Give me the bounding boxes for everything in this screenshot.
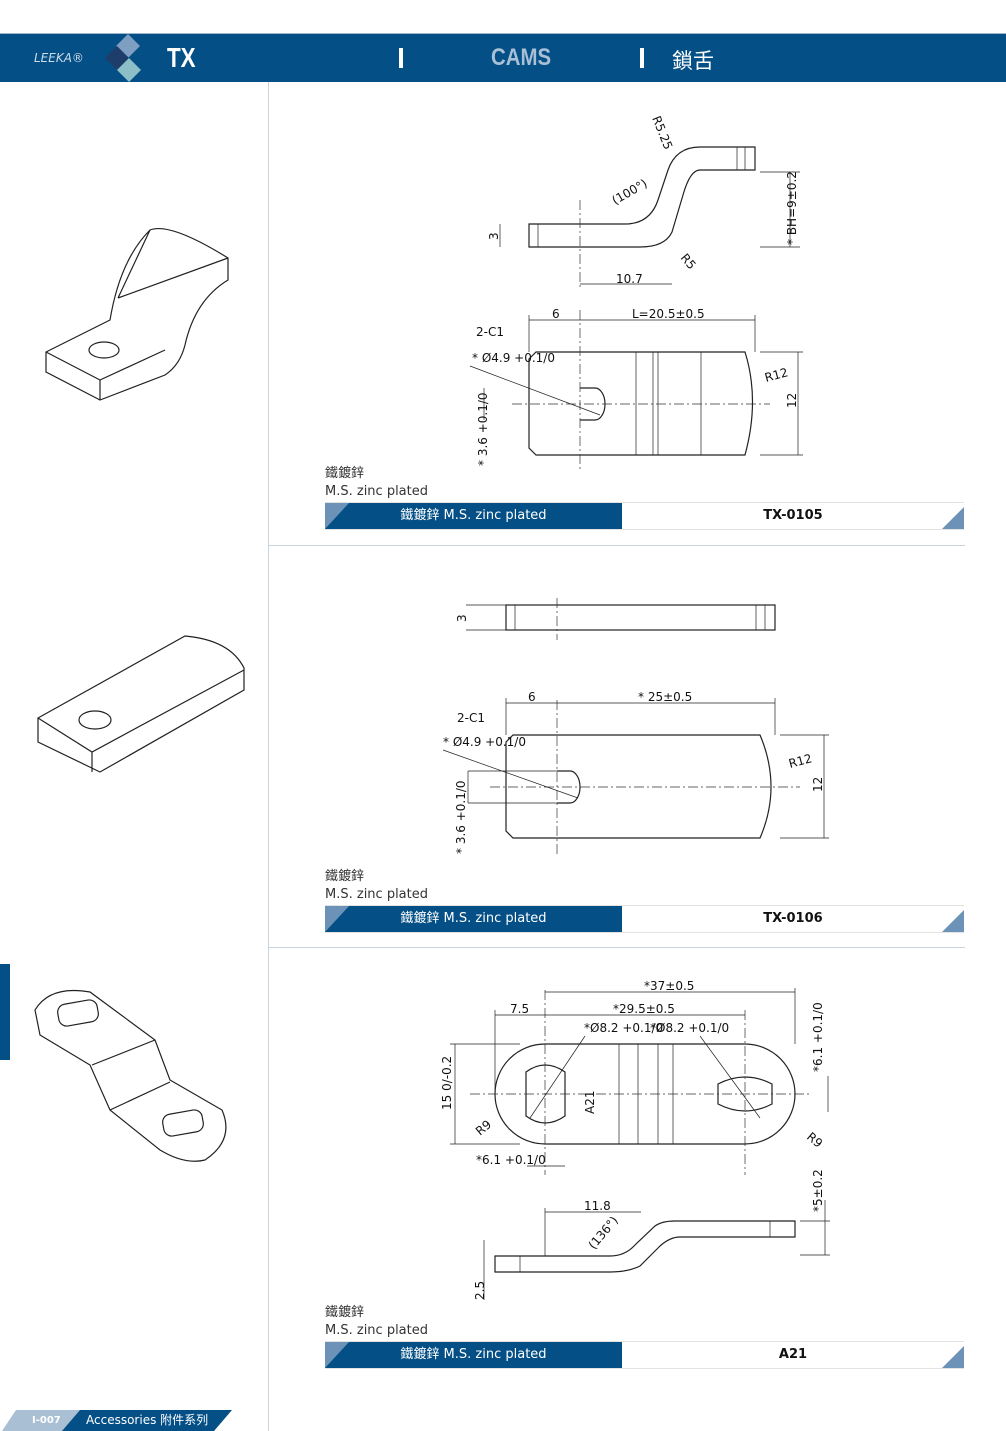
product-iso-a21 [34, 989, 227, 1162]
dim-label: R5 [678, 251, 699, 272]
dim-label: 2.5 [473, 1281, 487, 1300]
product-code: TX-0105 [763, 508, 823, 523]
material-en: M.S. zinc plated [325, 887, 428, 902]
dim-label: *Ø8.2 +0.1/0 [650, 1021, 729, 1035]
dim-label: *37±0.5 [644, 979, 694, 993]
dim-label: * 3.6 +0.1/0 [454, 780, 468, 854]
product-iso-tx0105 [45, 227, 229, 401]
material-zh: 鐵鍍鋅 [325, 1305, 365, 1320]
dim-label: R12 [763, 365, 789, 385]
separator [399, 48, 403, 68]
material-zh: 鐵鍍鋅 [325, 869, 365, 884]
product-code: A21 [778, 1347, 808, 1362]
dim-label: 2-C1 [457, 711, 485, 725]
series-title: TX [167, 42, 196, 73]
dim-label: *6.1 +0.1/0 [476, 1153, 546, 1167]
product-bar: 鐵鍍鋅 M.S. zinc plated TX-0106 [325, 905, 964, 933]
dim-label: 3 [455, 614, 469, 622]
material-label-text: 鐵鍍鋅 M.S. zinc plated [400, 1347, 547, 1362]
dim-label: * Ø4.9 +0.1/0 [472, 351, 555, 365]
dim-label: R9 [473, 1117, 494, 1138]
dim-label: *29.5±0.5 [613, 1002, 675, 1016]
dim-label: R5.25 [649, 114, 675, 152]
dim-label: * BH=9±0.2 [785, 171, 799, 245]
dim-label: 7.5 [510, 1002, 529, 1016]
dim-label: *Ø8.2 +0.1/0 [584, 1021, 663, 1035]
dim-label: 2-C1 [476, 325, 504, 339]
corner-triangle [942, 910, 964, 932]
corner-triangle [942, 1346, 964, 1368]
dim-label: * 25±0.5 [638, 690, 692, 704]
drawing-tx0105-side: R5.25 (100°) 3 10.7 R5 * BH=9±0.2 [487, 114, 800, 290]
dim-label: (100°) [610, 176, 650, 207]
material-label: 鐵鍍鋅 M.S. zinc plated [325, 503, 622, 529]
dim-label: 6 [528, 690, 536, 704]
product-bar: 鐵鍍鋅 M.S. zinc plated A21 [325, 1341, 964, 1369]
drawing-tx0106-top: 6 * 25±0.5 2-C1 * Ø4.9 +0.1/0 R12 12 * 3… [442, 690, 829, 855]
dim-label: *6.1 +0.1/0 [811, 1002, 825, 1072]
column-divider [268, 82, 269, 1431]
separator [640, 48, 644, 68]
dim-label: *5±0.2 [811, 1169, 825, 1212]
material-note: 鐵鍍鋅 M.S. zinc plated [325, 868, 428, 904]
section-divider [269, 947, 965, 948]
category-title: CAMS [491, 44, 552, 71]
dim-label: R12 [787, 751, 813, 771]
dim-label: 15 0/-0.2 [440, 1056, 454, 1110]
material-en: M.S. zinc plated [325, 1323, 428, 1338]
drawing-a21-top: 7.5 *37±0.5 *29.5±0.5 *Ø8.2 +0.1/0 *Ø8.2… [440, 979, 829, 1175]
dim-label: * Ø4.9 +0.1/0 [443, 735, 526, 749]
section-label: Accessories 附件系列 [62, 1410, 232, 1431]
material-label: 鐵鍍鋅 M.S. zinc plated [325, 1342, 622, 1368]
section-divider [269, 545, 965, 546]
material-label: 鐵鍍鋅 M.S. zinc plated [325, 906, 622, 932]
dim-label: 3 [487, 232, 501, 240]
dim-label: 6 [552, 307, 560, 321]
material-en: M.S. zinc plated [325, 484, 428, 499]
header-bar [0, 34, 1006, 82]
dim-label: L=20.5±0.5 [632, 307, 705, 321]
brand-logo: LEEKA® [34, 51, 84, 65]
dim-label: 10.7 [616, 272, 643, 286]
corner-triangle [942, 507, 964, 529]
drawing-tx0105-top: 6 L=20.5±0.5 2-C1 * Ø4.9 +0.1/0 R12 12 *… [469, 307, 803, 470]
dim-label: (136°) [586, 1214, 621, 1252]
dim-label: 12 [785, 393, 799, 408]
dim-label: * 3.6 +0.1/0 [476, 392, 490, 466]
material-zh: 鐵鍍鋅 [325, 466, 365, 481]
part-marking: A21 [583, 1091, 597, 1114]
product-iso-tx0106 [37, 635, 245, 773]
material-note: 鐵鍍鋅 M.S. zinc plated [325, 1304, 428, 1340]
header-rule [0, 33, 1006, 34]
diamond-logo-icon [105, 34, 141, 82]
material-note: 鐵鍍鋅 M.S. zinc plated [325, 465, 428, 501]
material-label-text: 鐵鍍鋅 M.S. zinc plated [400, 508, 547, 523]
dim-label: 11.8 [584, 1199, 611, 1213]
product-bar: 鐵鍍鋅 M.S. zinc plated TX-0105 [325, 502, 964, 530]
dim-label: R9 [804, 1130, 825, 1151]
category-title-zh: 鎖舌 [672, 49, 714, 73]
dim-label: 12 [811, 777, 825, 792]
drawing-tx0106-side: 3 [455, 598, 776, 640]
product-code: TX-0106 [763, 911, 823, 926]
side-tab [0, 964, 10, 1060]
drawing-a21-side: 11.8 (136°) 2.5 *5±0.2 [473, 1169, 830, 1300]
material-label-text: 鐵鍍鋅 M.S. zinc plated [400, 911, 547, 926]
